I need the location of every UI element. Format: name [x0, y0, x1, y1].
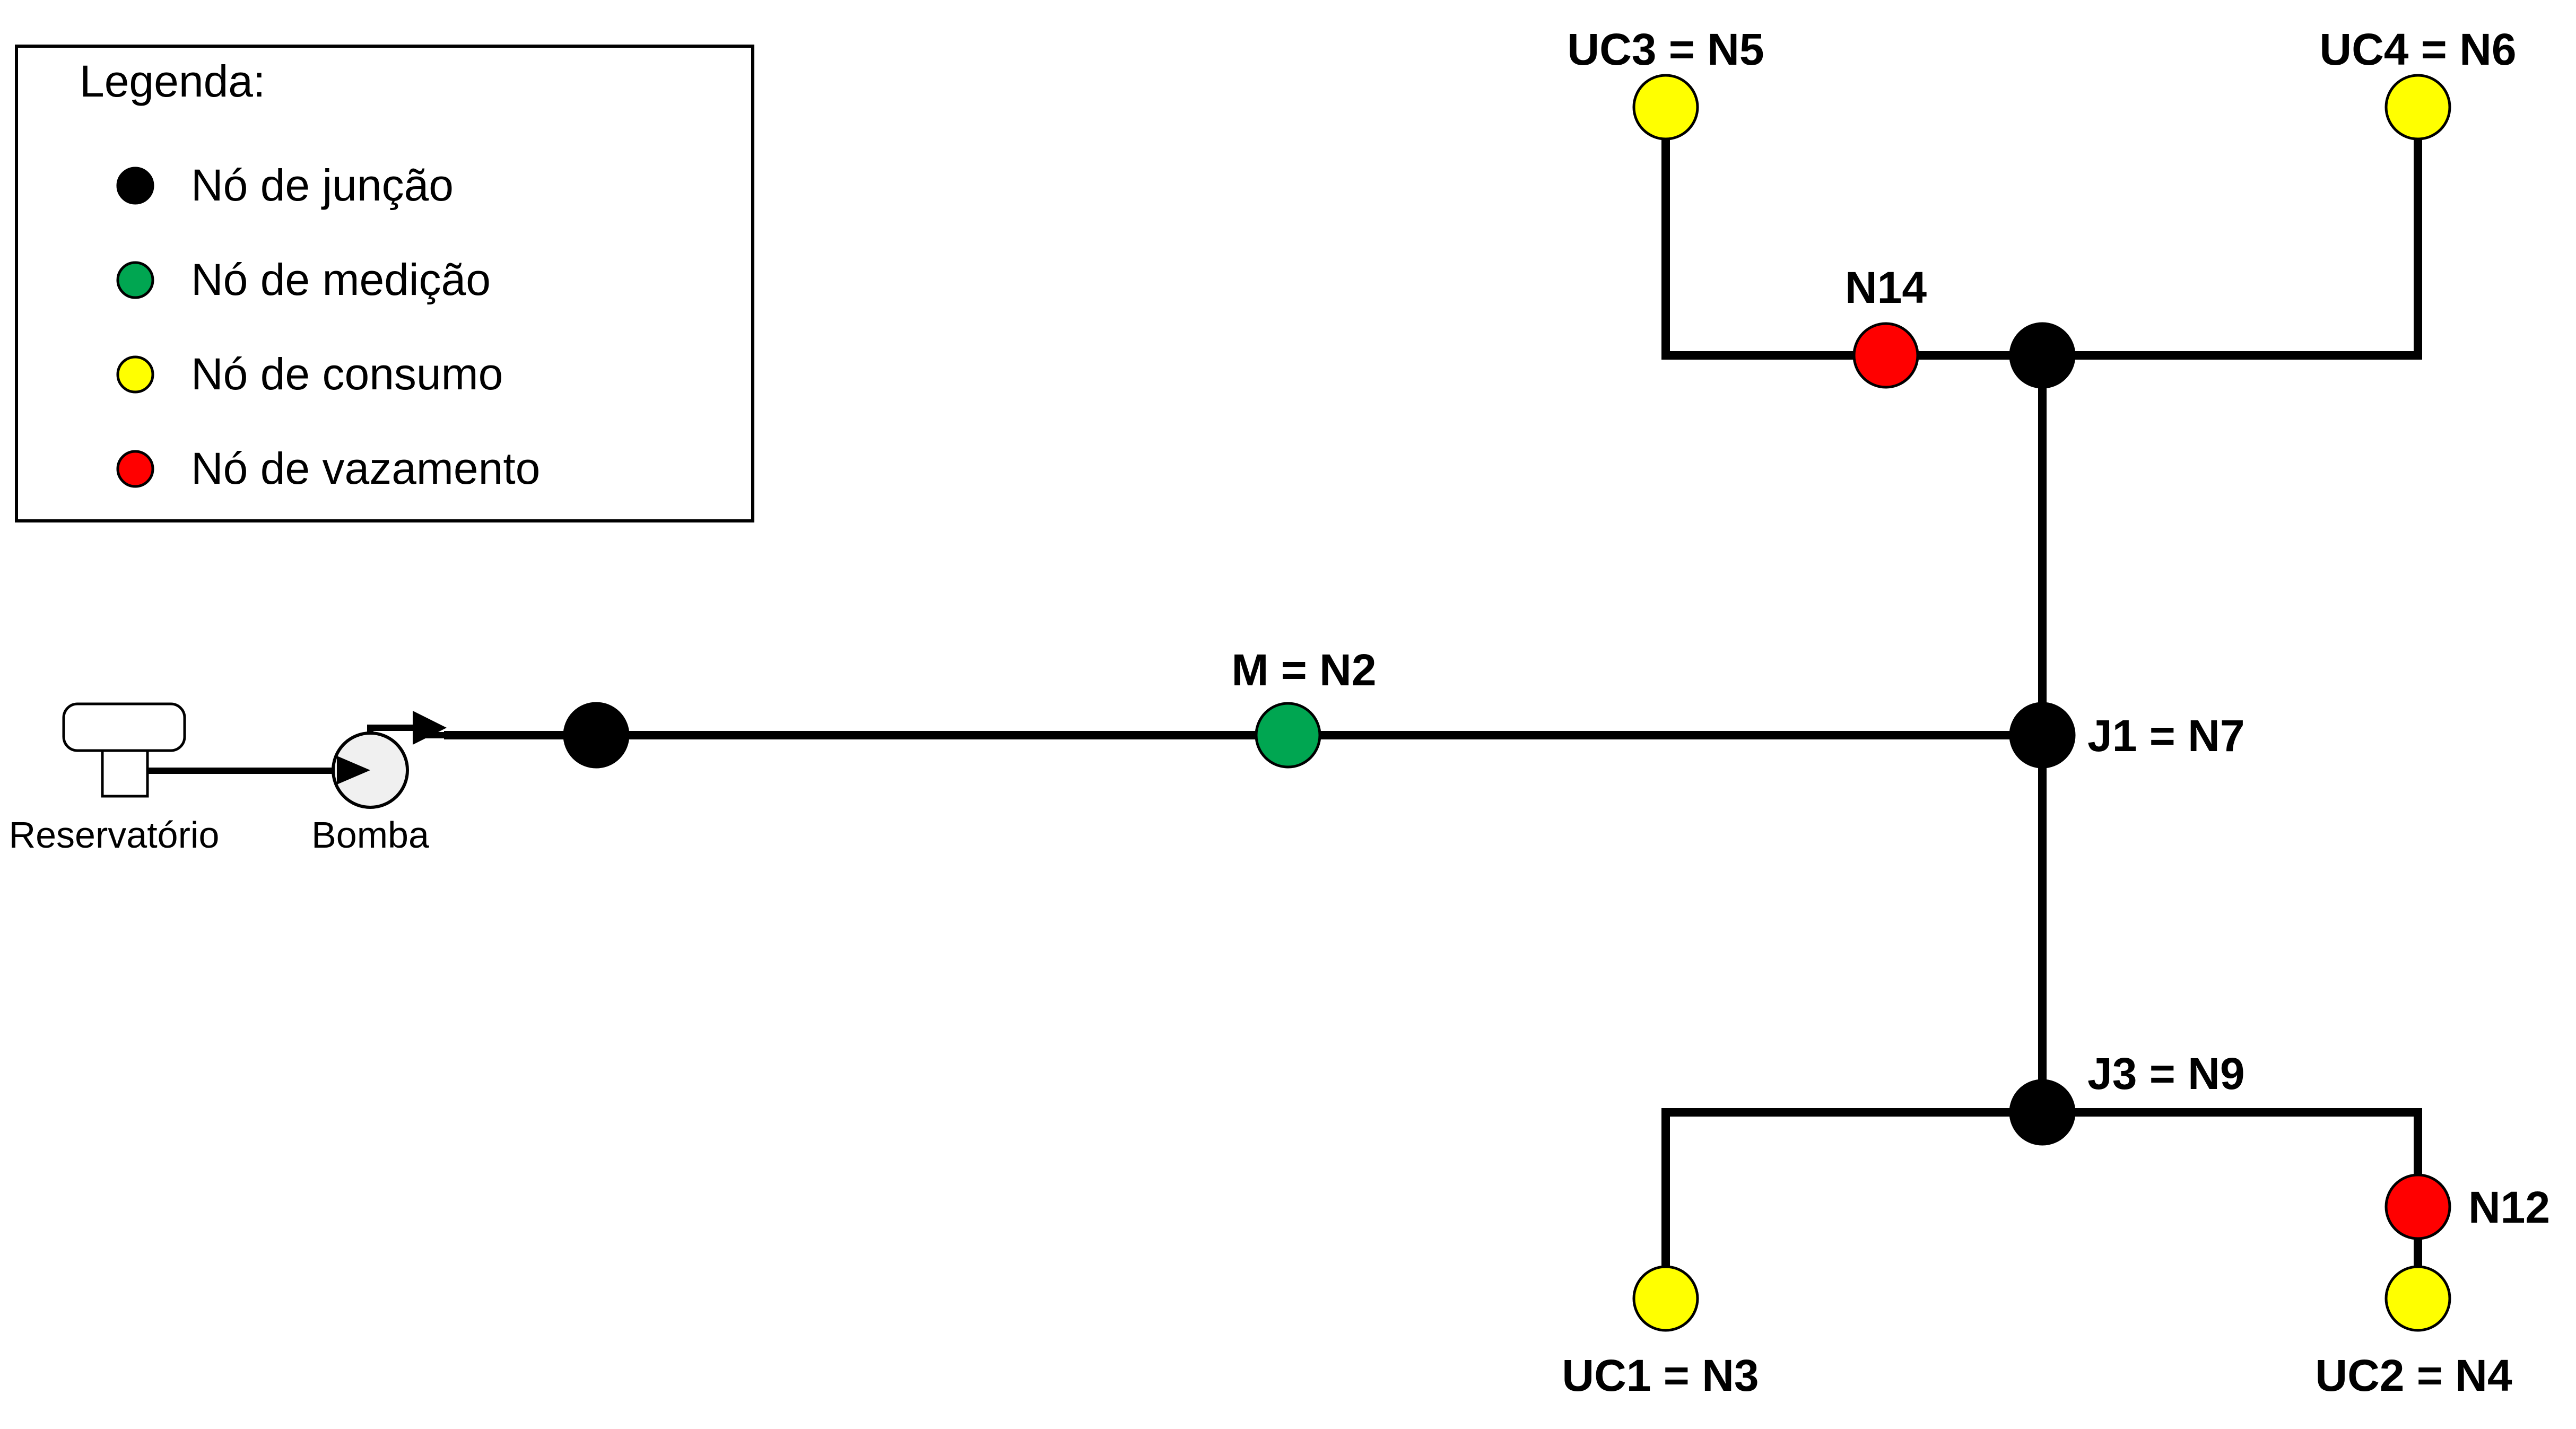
nodes — [563, 74, 2451, 1332]
reservoir: Reservatório — [9, 702, 220, 856]
node-uc2 — [2384, 1265, 2451, 1332]
pump: Bomba — [311, 711, 448, 856]
legend-item-label: Nó de consumo — [191, 349, 503, 399]
node-n12 — [2384, 1173, 2451, 1240]
reservoir-outlet — [101, 749, 149, 798]
node-top-junction — [2009, 322, 2076, 389]
node-measurement — [1255, 702, 1321, 769]
node-uc3 — [1632, 74, 1699, 141]
reservoir-tank — [62, 702, 186, 752]
node-uc4 — [2384, 74, 2451, 141]
node-j1 — [2009, 702, 2076, 769]
node-n14 — [1852, 322, 1919, 389]
node-uc1 — [1632, 1265, 1699, 1332]
label-uc2: UC2 = N4 — [2315, 1350, 2512, 1400]
pump-label: Bomba — [311, 814, 429, 856]
legend: Legenda: Nó de junção Nó de medição Nó d… — [15, 45, 754, 522]
legend-leak-icon — [116, 450, 154, 488]
node-labels: M = N2 J1 = N7 J3 = N9 N14 N12 UC3 = N5 … — [1231, 24, 2550, 1400]
legend-item-label: Nó de medição — [191, 255, 491, 304]
label-n14: N14 — [1845, 263, 1927, 312]
legend-title: Legenda: — [80, 56, 265, 106]
label-uc3: UC3 = N5 — [1567, 24, 1764, 74]
legend-item-label: Nó de junção — [191, 160, 454, 210]
label-uc4: UC4 = N6 — [2319, 24, 2516, 74]
legend-measurement-icon — [116, 261, 154, 299]
node-first-junction — [563, 702, 630, 769]
label-n12: N12 — [2468, 1182, 2550, 1232]
pump-inner-arrow — [337, 756, 370, 785]
legend-item-label: Nó de vazamento — [191, 443, 540, 493]
label-uc1: UC1 = N3 — [1562, 1350, 1759, 1400]
legend-consumption-icon — [116, 355, 154, 394]
reservoir-label: Reservatório — [9, 814, 220, 856]
label-j3: J3 = N9 — [2087, 1049, 2245, 1099]
legend-junction-icon — [116, 167, 154, 205]
flow-arrow-icon — [413, 711, 447, 745]
label-j1: J1 = N7 — [2087, 711, 2245, 761]
node-j3 — [2009, 1079, 2076, 1146]
pipe-top-branch — [1661, 103, 2422, 360]
label-measurement: M = N2 — [1231, 645, 1376, 695]
